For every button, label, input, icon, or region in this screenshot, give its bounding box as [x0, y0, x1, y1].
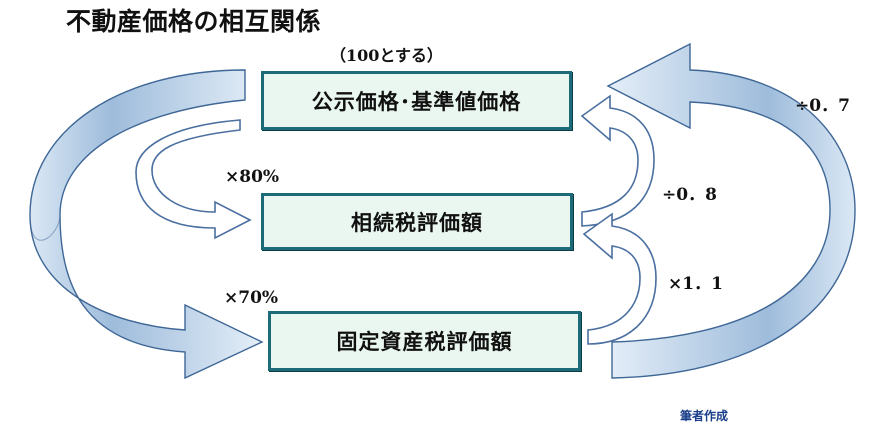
big-left-arrow-icon	[29, 69, 264, 380]
arrow-fixed-to-inheritance-icon	[582, 212, 657, 345]
ratio-label-times-80: ×80%	[225, 167, 280, 187]
public-price-box: 公示価格･基準値価格	[261, 71, 572, 130]
base-value-note: （100とする）	[330, 46, 443, 65]
arrow-public-to-inheritance-icon	[135, 119, 252, 240]
inheritance-value-box: 相続税評価額	[261, 193, 573, 250]
source-credit: 筆者作成	[680, 409, 729, 423]
big-right-arrow-icon	[606, 42, 856, 379]
ratio-label-div-08: ÷0．8	[662, 185, 717, 205]
diagram-title: 不動産価格の相互関係	[66, 7, 322, 36]
ratio-label-times-70: ×70%	[224, 288, 279, 308]
ratio-label-times-11: ×1．1	[668, 274, 723, 294]
arrow-inheritance-to-public-icon	[580, 94, 655, 227]
fixed-asset-value-box: 固定資産税評価額	[268, 311, 581, 371]
ratio-label-div-07: ÷0．7	[795, 96, 850, 116]
